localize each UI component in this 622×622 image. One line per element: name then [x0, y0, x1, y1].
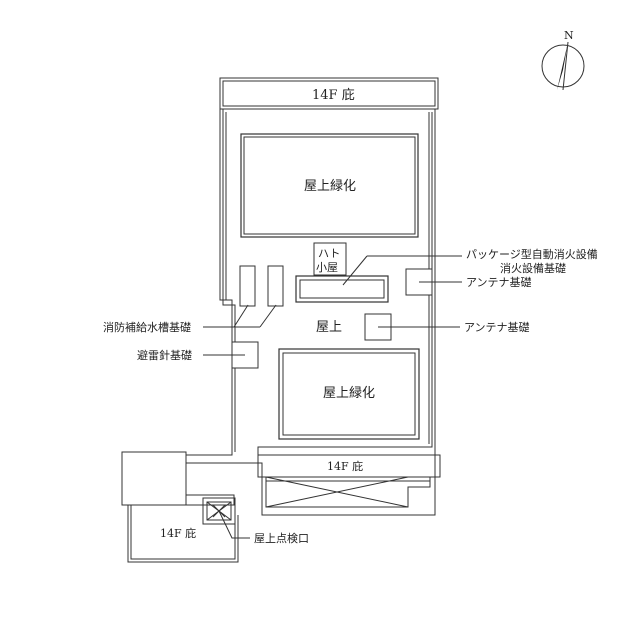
eave-top-label: 14F 庇: [312, 88, 355, 103]
north-label: N: [564, 29, 574, 42]
antenna-label-2: アンテナ基礎: [464, 321, 530, 334]
hatch-label-2: 小屋: [316, 261, 338, 274]
top-eave: 14F 庇: [219, 77, 439, 110]
antenna-base-2: アンテナ基礎: [364, 313, 530, 341]
rooftop-green-top: 屋上緑化: [240, 133, 419, 238]
water-tank-bases: 消防補給水槽基礎: [103, 265, 284, 334]
package-fire-base: パッケージ型自動消火設備 消火設備基礎: [295, 247, 598, 303]
building-outline: [185, 109, 436, 516]
water-tank-label: 消防補給水槽基礎: [103, 320, 191, 334]
package-fire-label-1: パッケージ型自動消火設備: [466, 247, 598, 261]
hatch-house: ハト 小屋: [313, 242, 347, 276]
rooftop-green-bottom: 屋上緑化: [278, 348, 420, 440]
eave-mid-label: 14F 庇: [327, 459, 363, 473]
north-arrow-icon: N: [541, 29, 585, 91]
lightning-label: 避雷針基礎: [137, 348, 192, 362]
antenna-base-1: アンテナ基礎: [405, 268, 532, 296]
eave-left-label: 14F 庇: [160, 526, 196, 540]
inspection-label: 屋上点検口: [254, 531, 309, 545]
left-block: 14F 庇: [121, 451, 239, 563]
antenna-label-1: アンテナ基礎: [466, 276, 532, 289]
roof-inspection-hatch: 屋上点検口: [202, 497, 309, 545]
lightning-rod-base: 避雷針基礎: [137, 341, 259, 369]
green-bottom-label: 屋上緑化: [323, 386, 375, 401]
green-top-label: 屋上緑化: [304, 179, 356, 194]
mid-eave: 14F 庇: [257, 454, 441, 508]
roof-label: 屋上: [316, 320, 342, 335]
package-fire-label-2: 消火設備基礎: [500, 261, 566, 275]
hatch-label-1: ハト: [318, 247, 340, 260]
